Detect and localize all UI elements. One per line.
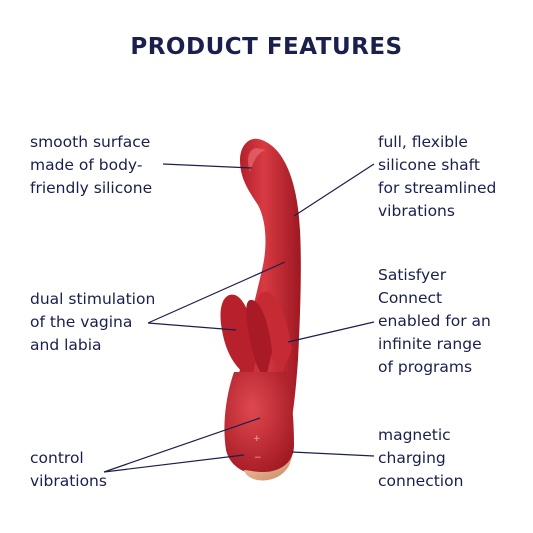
feature-magnetic-charging: magnetic charging connection [378,424,463,493]
feature-line: full, flexible [378,133,468,151]
plus-button-icon: + [253,434,261,444]
handle-shape [224,372,294,475]
feature-line: charging [378,449,446,467]
feature-control-vibrations: control vibrations [30,447,107,493]
leader-smooth-surface [162,163,253,169]
charging-connector [244,456,292,481]
feature-line: vibrations [378,202,455,220]
feature-line: and labia [30,336,102,354]
leader-satisfyer-connect [287,321,375,343]
feature-line: control [30,449,84,467]
leader-flexible-shaft [293,163,375,217]
feature-line: of programs [378,358,473,376]
leader-magnetic-charging [291,451,375,457]
feature-line: silicone shaft [378,156,480,174]
feature-line: Satisfyer [378,266,447,284]
right-ear-shape [256,291,292,372]
feature-flexible-shaft: full, flexible silicone shaft for stream… [378,131,496,223]
feature-line: smooth surface [30,133,151,151]
page-title: PRODUCT FEATURES [130,34,403,60]
feature-line: friendly silicone [30,179,153,197]
feature-dual-stimulation: dual stimulation of the vagina and labia [30,288,155,357]
leader-lines [103,163,375,473]
feature-line: vibrations [30,472,107,490]
feature-line: dual stimulation [30,290,156,308]
middle-ear-shape [246,299,272,378]
leader-dual-stimulation-a [147,261,286,324]
feature-satisfyer-connect: Satisfyer Connect enabled for an infinit… [378,264,491,379]
feature-line: infinite range [378,335,482,353]
leader-control-vibrations-b [103,454,245,473]
feature-line: connection [378,472,464,490]
feature-line: magnetic [378,426,451,444]
feature-line: enabled for an [378,312,491,330]
leader-control-vibrations-a [103,417,261,473]
head-highlight [248,148,266,172]
feature-smooth-surface: smooth surface made of body- friendly si… [30,131,152,200]
minus-button-icon: − [254,453,262,463]
feature-line: Connect [378,289,443,307]
feature-line: of the vagina [30,313,133,331]
feature-line: made of body- [30,156,143,174]
leader-dual-stimulation-b [147,322,237,331]
feature-line: for streamlined [378,179,497,197]
